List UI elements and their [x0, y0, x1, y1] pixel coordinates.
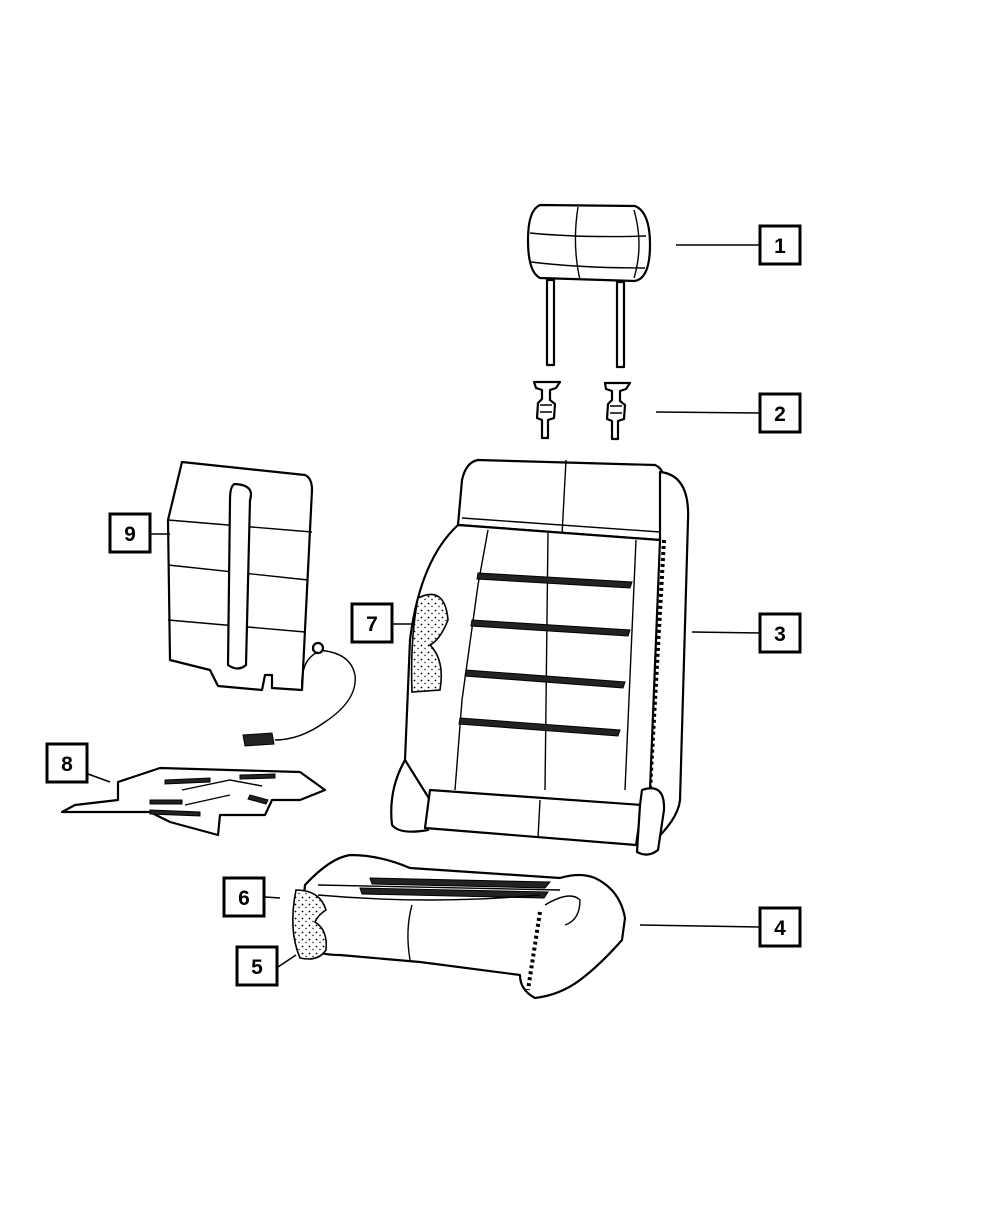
callout-4: 4: [758, 906, 802, 948]
seat-back-cover: [390, 458, 690, 856]
callout-1: 1: [758, 224, 802, 266]
headrest-guide-right: [603, 381, 632, 441]
callout-3: 3: [758, 612, 802, 654]
callout-label-8: 8: [61, 753, 73, 776]
callout-9: 9: [108, 512, 152, 554]
callout-label-9: 9: [124, 523, 136, 546]
callout-2: 2: [758, 392, 802, 434]
seat-cushion-cover: [298, 853, 627, 1000]
callout-5: 5: [235, 945, 279, 987]
headrest-guides: [532, 380, 632, 441]
callout-label-3: 3: [774, 623, 786, 646]
headrest: [526, 203, 652, 369]
leader-lines: [87, 244, 761, 968]
callout-label-6: 6: [238, 887, 250, 910]
callout-8: 8: [45, 742, 89, 784]
headrest-guide-left: [532, 380, 562, 440]
seat-back-foam: [410, 593, 449, 693]
seat-cushion-heater: [60, 766, 327, 837]
callout-label-7: 7: [366, 613, 378, 636]
callout-6: 6: [222, 876, 266, 918]
seat-cushion-foam: [292, 889, 328, 960]
callout-label-1: 1: [774, 235, 786, 258]
seat-back-heater: [166, 460, 356, 747]
callout-7: 7: [350, 602, 394, 644]
callout-label-4: 4: [774, 917, 786, 940]
callout-label-5: 5: [251, 956, 263, 979]
callout-label-2: 2: [774, 403, 786, 426]
